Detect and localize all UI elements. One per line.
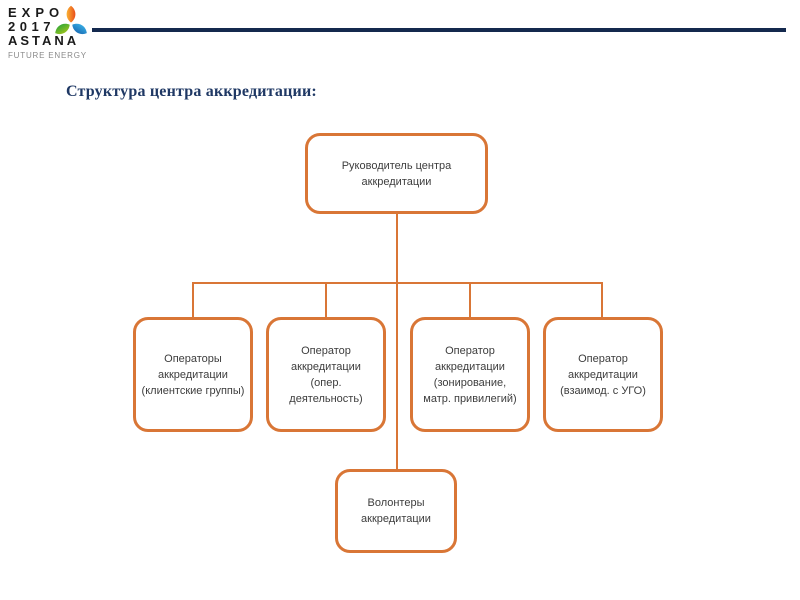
connector-center-to-volunteers [396, 282, 398, 469]
expo-flower-icon [55, 5, 87, 35]
connector-root-vertical [396, 214, 398, 283]
org-box-label: Оператор аккредитации (взаимод. с УГО) [560, 352, 646, 397]
org-box-root: Руководитель центра аккредитации [305, 133, 488, 214]
org-box-volunteers-label: Волонтеры аккредитации [361, 497, 431, 525]
connector-drop-box1 [192, 282, 194, 317]
expo-logo-line3: ASTANA [8, 33, 80, 48]
org-box-label: Операторы аккредитации (клиентские групп… [141, 352, 245, 397]
org-box-operator-zoning-privileges: Оператор аккредитации (зонирование, матр… [410, 317, 530, 432]
expo-logo: EXPO 2017 ASTANA FUTURE ENERGY [8, 5, 128, 61]
expo-logo-line2: 2017 [8, 19, 55, 34]
org-box-label: Оператор аккредитации (опер. деятельност… [289, 344, 363, 405]
org-box-operators-client-groups: Операторы аккредитации (клиентские групп… [133, 317, 253, 432]
header-divider [92, 28, 786, 32]
org-box-label: Оператор аккредитации (зонирование, матр… [423, 344, 517, 405]
expo-logo-line1: EXPO [8, 5, 65, 20]
connector-drop-box3 [469, 282, 471, 317]
org-box-operator-ugo-interaction: Оператор аккредитации (взаимод. с УГО) [543, 317, 663, 432]
connector-drop-box4 [601, 282, 603, 317]
org-box-root-label: Руководитель центра аккредитации [341, 159, 452, 188]
page-title: Структура центра аккредитации: [66, 83, 317, 100]
connector-drop-box2 [325, 282, 327, 317]
expo-logo-tagline: FUTURE ENERGY [8, 51, 87, 60]
org-box-operator-operations: Оператор аккредитации (опер. деятельност… [266, 317, 386, 432]
org-box-volunteers: Волонтеры аккредитации [335, 469, 457, 553]
